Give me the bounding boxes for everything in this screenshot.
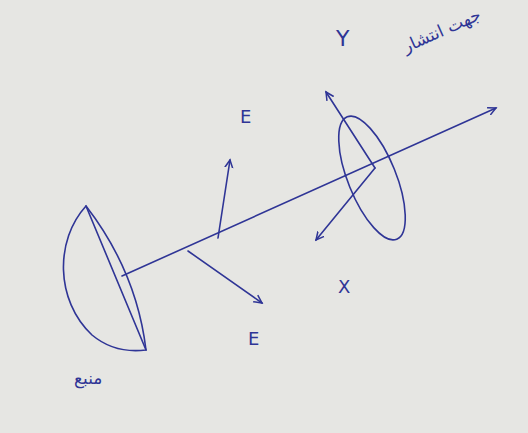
propagation-axis bbox=[122, 108, 496, 276]
x-axis-arrow bbox=[316, 168, 375, 240]
source-shape bbox=[63, 206, 146, 351]
e-vector-down bbox=[188, 251, 262, 303]
field-label: E bbox=[240, 108, 251, 126]
source-diameter bbox=[86, 206, 146, 350]
axis-label: X bbox=[338, 278, 350, 296]
e-vector-up bbox=[218, 160, 230, 238]
source-label: منبع bbox=[74, 370, 102, 387]
propagation-label: جهت انتشار bbox=[400, 6, 483, 56]
field-label: E bbox=[248, 330, 259, 348]
axis-label: Y bbox=[336, 28, 349, 50]
wavefront-ellipse bbox=[325, 108, 419, 248]
y-axis-arrow bbox=[326, 92, 375, 168]
